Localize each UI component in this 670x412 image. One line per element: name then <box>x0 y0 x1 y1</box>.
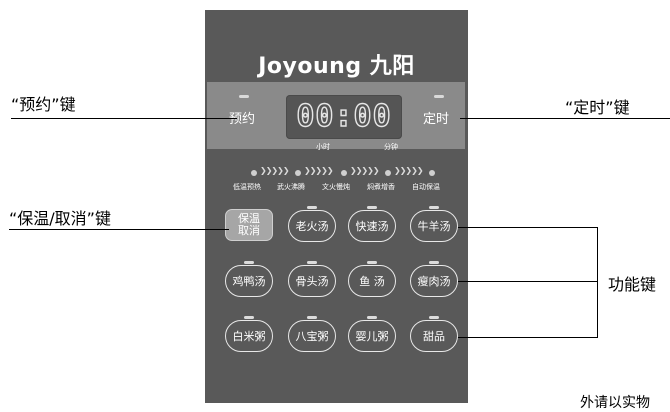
cancel-label: 取消 <box>238 224 260 237</box>
white-rice-porridge-button[interactable]: 白米粥 <box>225 316 273 352</box>
hour-label: 小时 <box>316 143 330 151</box>
dessert-button[interactable]: 甜品 <box>410 316 458 352</box>
mode-label: 自动保温 <box>412 183 440 191</box>
mode-led <box>385 170 391 176</box>
chevron-right-icon: ❯❯❯❯❯ <box>350 166 379 175</box>
lean-meat-soup-button[interactable]: 瘦肉汤 <box>410 261 458 297</box>
button-indicator <box>367 206 377 209</box>
brand-logo: Joyoung 九阳 <box>258 54 415 79</box>
button-indicator <box>429 261 439 264</box>
chevron-right-icon: ❯❯❯❯❯ <box>260 166 289 175</box>
reserve-key-callout: “预约”键 <box>11 95 76 114</box>
timer-indicator <box>434 95 444 98</box>
cut-off-note: 外请以实物 <box>580 395 650 411</box>
button-indicator <box>367 261 377 264</box>
mode-led <box>429 170 435 176</box>
keep-warm-label: 保温 <box>238 212 260 225</box>
function-keys-callout: 功能键 <box>608 275 657 294</box>
button-indicator <box>429 316 439 319</box>
timer-key-callout: “定时”键 <box>565 98 630 117</box>
keep-warm-leader-line <box>9 229 229 230</box>
beef-lamb-soup-button[interactable]: 牛羊汤 <box>410 206 458 242</box>
baby-porridge-button[interactable]: 婴儿粥 <box>348 316 396 352</box>
mode-label: 武火沸腾 <box>277 183 305 191</box>
reserve-leader-line <box>11 118 237 119</box>
fish-soup-button[interactable]: 鱼 汤 <box>348 261 396 297</box>
mode-led <box>251 170 257 176</box>
reserve-button[interactable]: 预约 <box>229 112 256 127</box>
chevron-right-icon: ❯❯❯❯❯ <box>304 166 333 175</box>
eight-treasure-porridge-button[interactable]: 八宝粥 <box>288 316 336 352</box>
control-panel: Joyoung 九阳 <box>205 10 468 403</box>
bone-soup-button[interactable]: 骨头汤 <box>288 261 336 297</box>
mode-label: 焖煮增香 <box>367 183 395 191</box>
button-indicator <box>307 206 317 209</box>
button-indicator <box>307 316 317 319</box>
timer-leader-line <box>460 118 670 119</box>
button-indicator <box>244 261 254 264</box>
chicken-duck-soup-button[interactable]: 鸡鸭汤 <box>225 261 273 297</box>
lcd-display: 00:00 <box>286 95 402 139</box>
chevron-right-icon: ❯❯❯❯❯ <box>394 166 423 175</box>
button-indicator <box>429 206 439 209</box>
mode-led <box>295 170 301 176</box>
function-leader-bottom <box>458 337 598 338</box>
keep-warm-cancel-button[interactable]: 保温 取消 <box>225 209 273 241</box>
keep-warm-key-callout: “保温/取消”键 <box>9 209 111 228</box>
function-bracket-line <box>597 227 598 338</box>
time-readout: 00:00 <box>296 98 392 134</box>
function-leader-middle <box>458 281 598 282</box>
minute-label: 分钟 <box>384 143 398 151</box>
old-fire-soup-button[interactable]: 老火汤 <box>288 206 336 242</box>
mode-led <box>341 170 347 176</box>
mode-label: 低温预热 <box>233 183 261 191</box>
quick-soup-button[interactable]: 快速汤 <box>348 206 396 242</box>
button-indicator <box>244 316 254 319</box>
button-indicator <box>307 261 317 264</box>
timer-button[interactable]: 定时 <box>423 112 450 127</box>
button-indicator <box>367 316 377 319</box>
mode-label: 文火慢炖 <box>322 183 350 191</box>
reserve-indicator <box>239 95 249 98</box>
function-leader-top <box>458 227 598 228</box>
